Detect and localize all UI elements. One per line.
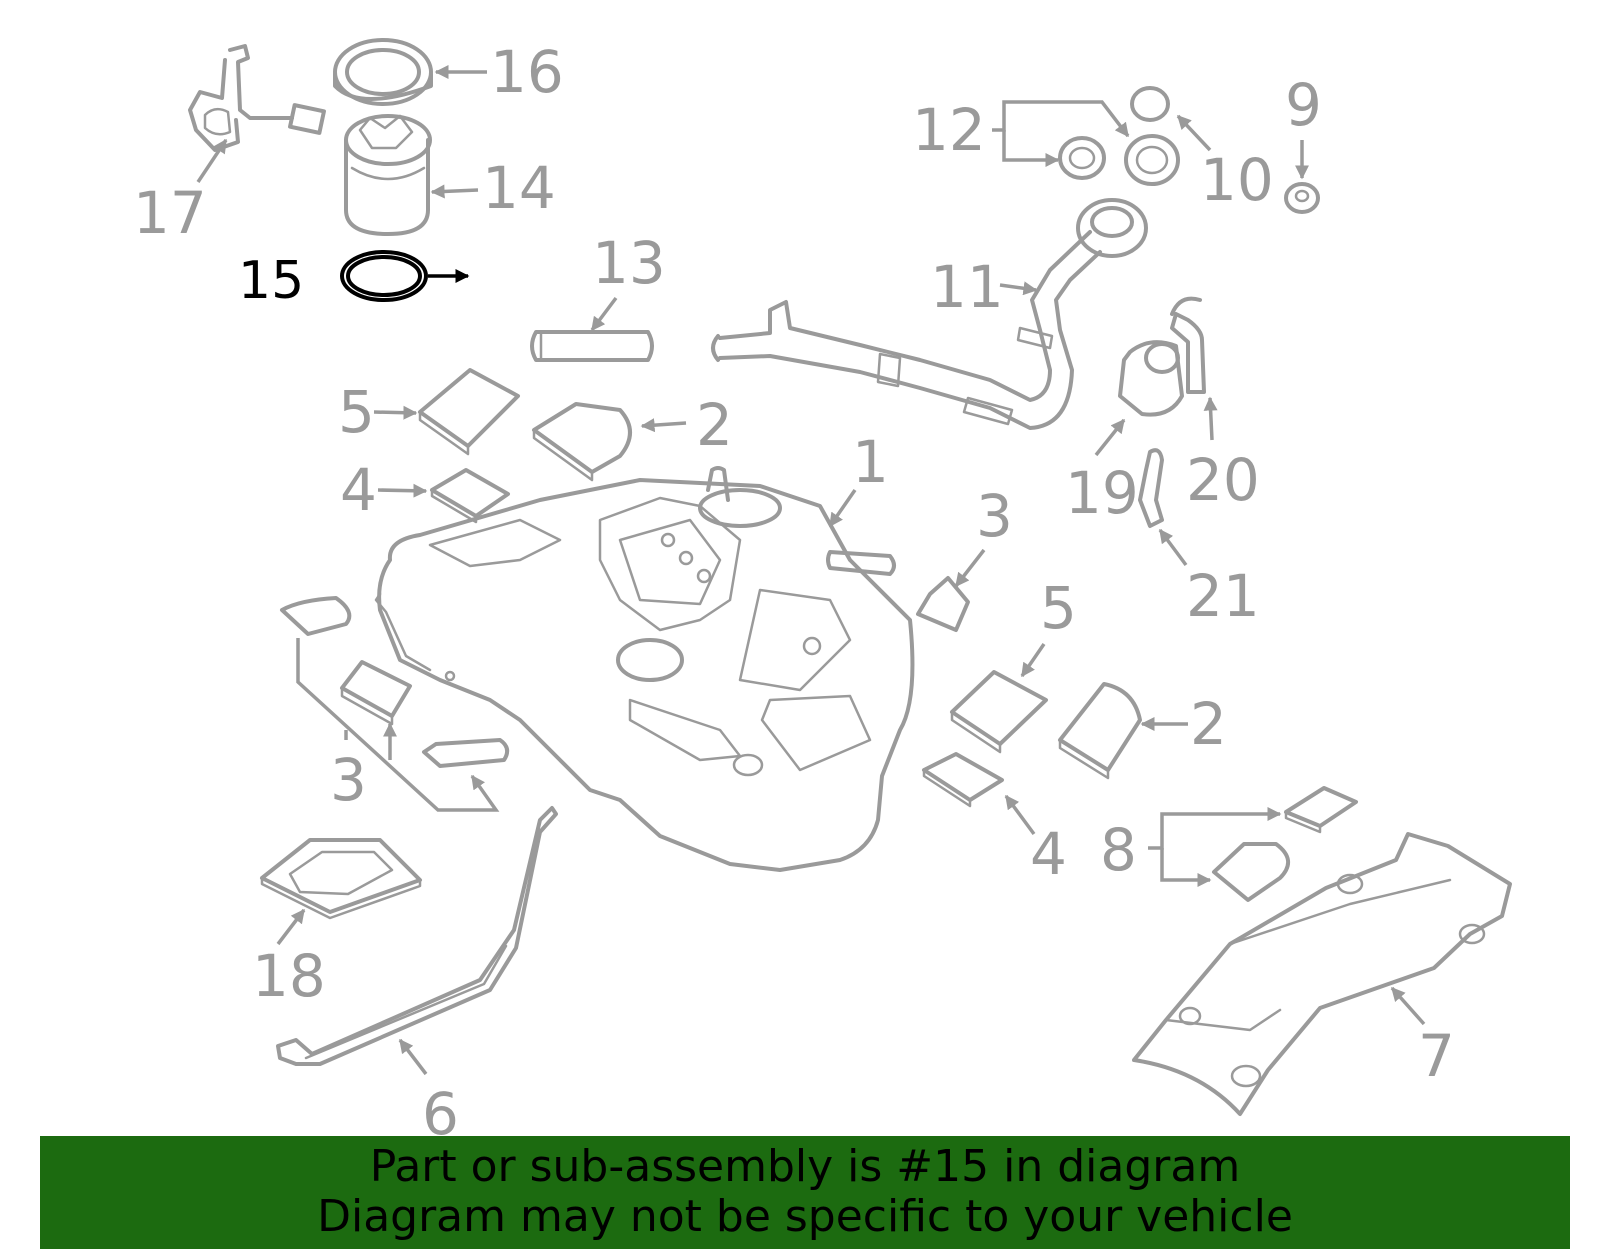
part-17-sender-unit[interactable] xyxy=(188,44,326,152)
part-2-pad-upper[interactable] xyxy=(532,402,632,482)
part-7-heat-shield[interactable] xyxy=(1132,832,1512,1116)
part-5-pad-upper[interactable] xyxy=(418,368,520,456)
label-15: 15 xyxy=(238,251,304,311)
info-banner: Part or sub-assembly is #15 in diagram D… xyxy=(40,1136,1570,1249)
label-11: 11 xyxy=(930,253,1004,321)
banner-line-1: Part or sub-assembly is #15 in diagram xyxy=(369,1141,1241,1192)
part-1-fuel-tank[interactable] xyxy=(374,466,915,872)
label-2a: 2 xyxy=(696,391,733,459)
part-15-gasket-highlighted[interactable] xyxy=(340,250,428,302)
part-3-pad-right[interactable] xyxy=(916,576,970,632)
part-20-hose[interactable] xyxy=(1170,296,1206,394)
part-2-pad-right[interactable] xyxy=(1058,682,1142,780)
part-19-damper[interactable] xyxy=(1118,340,1184,417)
banner-line-2: Diagram may not be specific to your vehi… xyxy=(317,1191,1293,1242)
label-14: 14 xyxy=(482,154,556,222)
part-16-lock-ring[interactable] xyxy=(333,38,433,106)
label-20: 20 xyxy=(1186,446,1260,514)
part-5-pad-right[interactable] xyxy=(950,670,1048,754)
label-10: 10 xyxy=(1200,146,1274,214)
label-8: 8 xyxy=(1100,816,1137,884)
part-21-tube[interactable] xyxy=(1138,448,1164,528)
label-3a: 3 xyxy=(976,482,1013,550)
label-18: 18 xyxy=(252,942,326,1010)
label-16: 16 xyxy=(490,38,564,106)
part-3-pads-left[interactable] xyxy=(280,596,510,768)
label-3b: 3 xyxy=(330,746,367,814)
label-5a: 5 xyxy=(338,378,375,446)
label-17: 17 xyxy=(133,179,207,247)
label-7: 7 xyxy=(1418,1022,1455,1090)
label-1: 1 xyxy=(852,428,889,496)
label-9: 9 xyxy=(1285,71,1322,139)
label-19: 19 xyxy=(1065,459,1139,527)
part-13-hose[interactable] xyxy=(530,330,654,362)
label-13: 13 xyxy=(592,229,666,297)
part-14-fuel-pump-module[interactable] xyxy=(344,114,432,236)
label-2b: 2 xyxy=(1190,690,1227,758)
label-21: 21 xyxy=(1186,562,1260,630)
part-6-strap[interactable] xyxy=(276,806,558,1066)
part-11-filler-pipe[interactable] xyxy=(711,198,1148,430)
label-4a: 4 xyxy=(340,456,377,524)
part-18-cover-plate[interactable] xyxy=(260,838,422,920)
part-8-pads[interactable] xyxy=(1212,786,1358,902)
part-12-grommet[interactable] xyxy=(1058,134,1180,186)
part-4-pad-right[interactable] xyxy=(922,752,1004,808)
label-12: 12 xyxy=(912,96,986,164)
label-5b: 5 xyxy=(1040,574,1077,642)
label-4b: 4 xyxy=(1030,820,1067,888)
part-9-washer[interactable] xyxy=(1284,182,1320,214)
part-10-seal[interactable] xyxy=(1130,86,1170,122)
